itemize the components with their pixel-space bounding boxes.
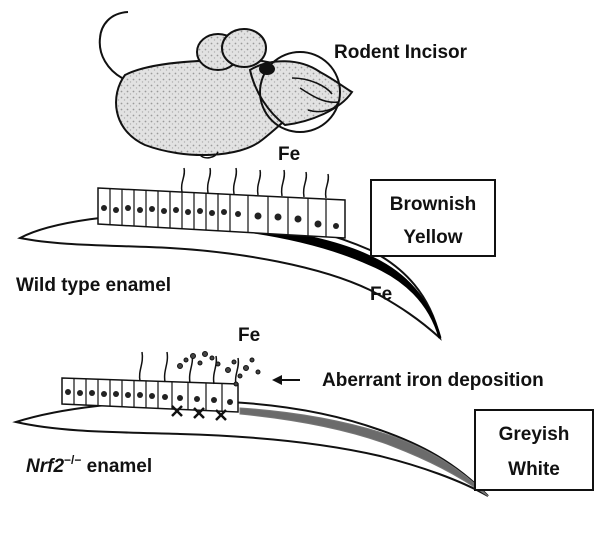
aberrant-deposition-callout: Aberrant iron deposition (272, 370, 544, 391)
fe-label-mid: Fe (370, 284, 392, 305)
brownish-label: Brownish (390, 194, 477, 215)
greyish-label: Greyish (499, 424, 570, 445)
nrf2-enamel-suffix: enamel (81, 456, 152, 477)
greyish-white-box: Greyish White (475, 410, 593, 490)
mouse-illustration (100, 12, 352, 158)
rodent-incisor-label: Rodent Incisor (334, 42, 468, 63)
fe-label-bottom: Fe (238, 325, 260, 346)
nrf2-cell-processes (140, 352, 239, 385)
yellow-label: Yellow (403, 227, 462, 248)
white-label: White (508, 459, 560, 480)
fe-label-top: Fe (278, 144, 300, 165)
mouse-ear-back (222, 29, 266, 67)
aberrant-iron-label: Aberrant iron deposition (322, 370, 544, 391)
nrf2-gene-name: Nrf2 (26, 456, 64, 477)
wild-type-enamel-label: Wild type enamel (16, 275, 171, 296)
brownish-yellow-box: Brownish Yellow (371, 180, 495, 256)
nrf2-genotype: −/− (64, 453, 81, 467)
nrf2-enamel-label: Nrf2−/− enamel (26, 453, 152, 477)
mouse-tail (100, 12, 128, 78)
aberrant-arrow-head (272, 375, 282, 385)
